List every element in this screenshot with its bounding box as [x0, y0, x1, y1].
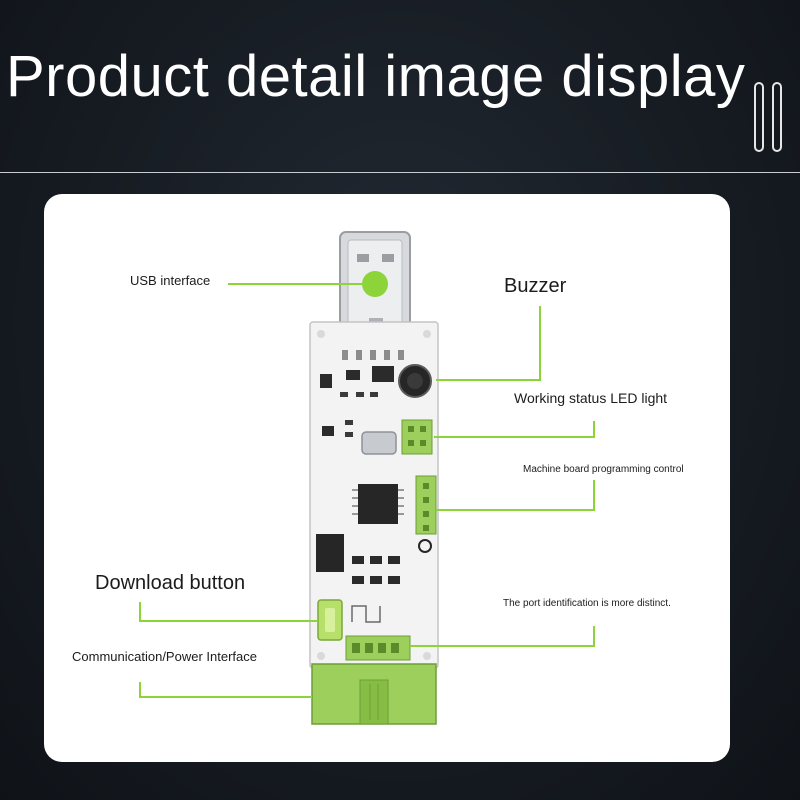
pill-decoration-icon: [754, 82, 764, 152]
header-band: Product detail image display: [0, 0, 800, 172]
label-download-button: Download button: [95, 572, 246, 594]
page-title: Product detail image display: [6, 44, 746, 109]
pill-decoration-icon: [772, 82, 782, 152]
label-port-identification: The port identification is more distinct…: [503, 598, 671, 609]
header-divider: [0, 172, 800, 173]
label-machine-board-programming: Machine board programming control: [523, 464, 684, 475]
label-usb-interface: USB interface: [130, 273, 211, 288]
usb-callout-dot: [362, 271, 388, 297]
label-working-status-led: Working status LED light: [514, 390, 668, 406]
pcb-board: [309, 321, 439, 669]
label-buzzer: Buzzer: [504, 275, 567, 297]
label-communication-power: Communication/Power Interface: [72, 649, 257, 664]
communication-power-connector: [311, 663, 437, 725]
callout-lines: [139, 283, 595, 698]
